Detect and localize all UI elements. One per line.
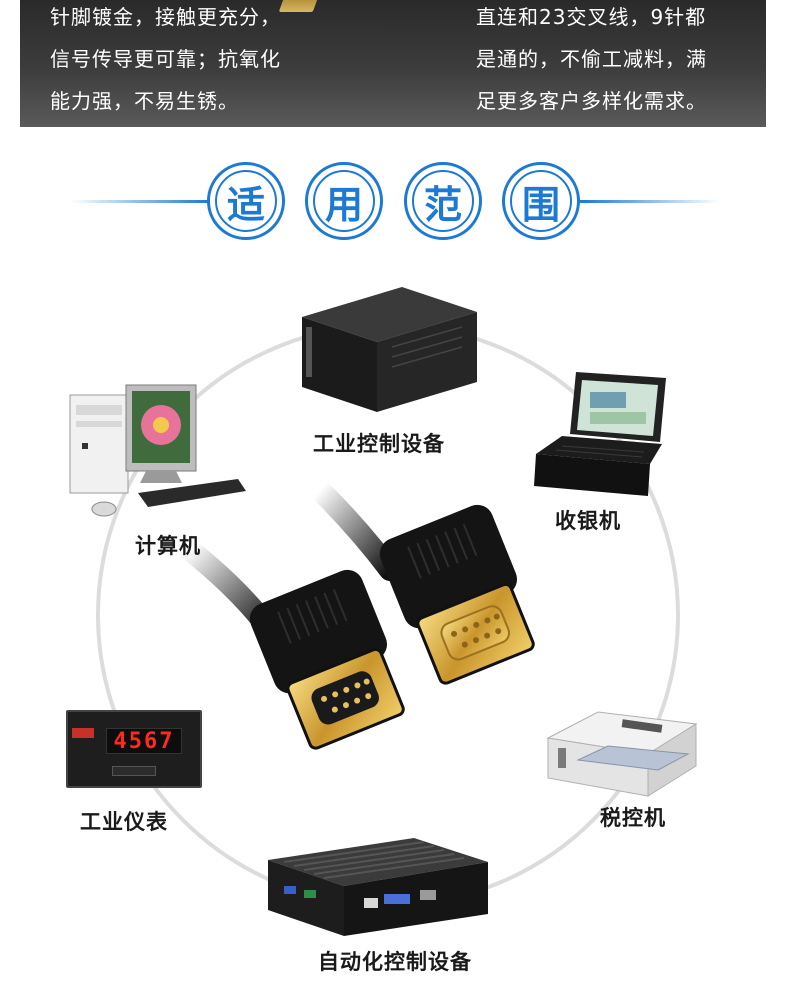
section-title: 适 用 范 围 bbox=[0, 162, 790, 242]
feature-right-line-2: 是通的，不偷工减料，满 bbox=[476, 47, 707, 71]
connector-pin-icon bbox=[278, 0, 320, 12]
feature-text-right: 直连和23交叉线，9针都 是通的，不偷工减料，满 足更多客户多样化需求。 bbox=[476, 0, 707, 124]
dot-matrix-printer-icon bbox=[546, 711, 698, 797]
feature-left-line-2: 信号传导更可靠；抗氧化 bbox=[50, 47, 281, 71]
feature-banner: 针脚镀金，接触更充分， 信号传导更可靠；抗氧化 能力强，不易生锈。 直连和23交… bbox=[20, 0, 766, 127]
feature-left-line-3: 能力强，不易生锈。 bbox=[50, 89, 239, 113]
label-instrument: 工业仪表 bbox=[80, 810, 168, 834]
title-char-4: 围 bbox=[502, 162, 580, 240]
feature-right-line-1: 直连和23交叉线，9针都 bbox=[476, 5, 707, 29]
rugged-laptop-icon bbox=[534, 372, 666, 496]
title-divider-right bbox=[580, 200, 720, 203]
panel-meter-icon: 4567 bbox=[66, 710, 202, 788]
title-char-2: 用 bbox=[305, 162, 383, 240]
feature-left-line-1: 针脚镀金，接触更充分， bbox=[50, 5, 281, 29]
label-computer: 计算机 bbox=[135, 534, 201, 558]
serial-cable-icon bbox=[179, 479, 535, 750]
label-industrial-control: 工业控制设备 bbox=[313, 432, 445, 456]
label-auto-control: 自动化控制设备 bbox=[318, 950, 472, 974]
title-char-1: 适 bbox=[207, 162, 285, 240]
feature-text-left: 针脚镀金，接触更充分， 信号传导更可靠；抗氧化 能力强，不易生锈。 bbox=[50, 0, 281, 124]
meter-display: 4567 bbox=[106, 728, 182, 754]
label-tax-control: 税控机 bbox=[600, 806, 666, 830]
title-divider-left bbox=[70, 200, 210, 203]
server-chassis-icon bbox=[302, 287, 477, 412]
desktop-computer-icon bbox=[69, 384, 246, 517]
label-cash-register: 收银机 bbox=[555, 509, 621, 533]
title-char-3: 范 bbox=[404, 162, 482, 240]
embedded-pc-icon bbox=[268, 838, 488, 936]
feature-right-line-3: 足更多客户多样化需求。 bbox=[476, 89, 707, 113]
